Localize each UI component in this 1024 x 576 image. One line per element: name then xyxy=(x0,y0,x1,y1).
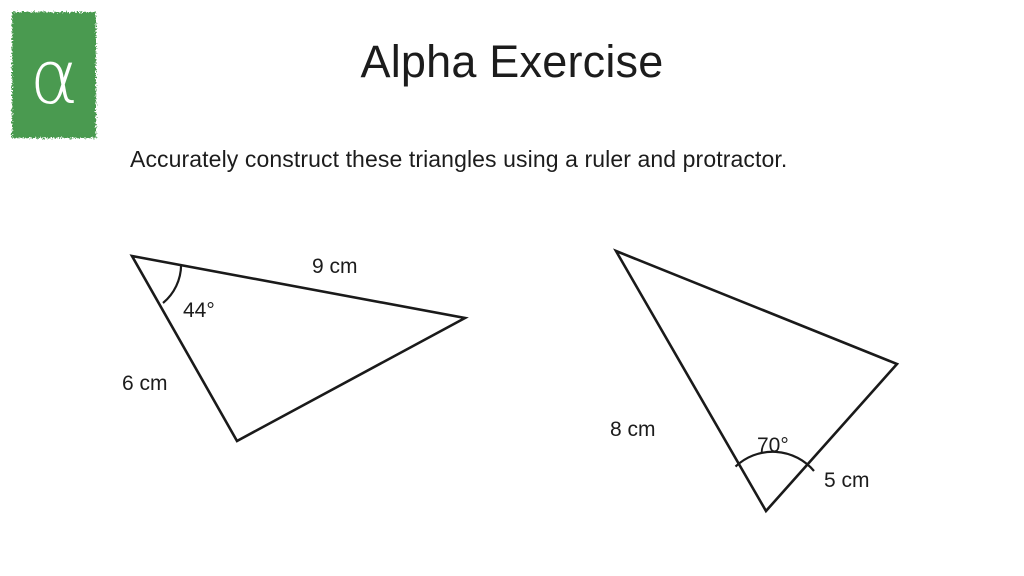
triangle-left-side-label-left: 6 cm xyxy=(122,372,168,395)
triangle-left xyxy=(129,254,469,443)
logo-block-shape xyxy=(12,12,96,138)
triangle-left-outline xyxy=(129,254,469,443)
triangle-left-angle-label: 44° xyxy=(183,299,215,322)
triangle-right-side-label-left: 8 cm xyxy=(610,418,656,441)
page-title: Alpha Exercise xyxy=(360,36,664,87)
triangle-right-side-label-right: 5 cm xyxy=(824,469,870,492)
instruction-text: Accurately construct these triangles usi… xyxy=(130,146,788,172)
triangle-left-side-label-top: 9 cm xyxy=(312,255,358,278)
triangle-right xyxy=(612,248,900,514)
triangle-right-outline xyxy=(612,248,900,514)
triangle-right-angle-arc xyxy=(734,450,815,472)
triangle-right-angle-label: 70° xyxy=(757,434,789,457)
alpha-logo: α xyxy=(8,8,100,142)
triangle-left-angle-arc xyxy=(162,265,183,304)
